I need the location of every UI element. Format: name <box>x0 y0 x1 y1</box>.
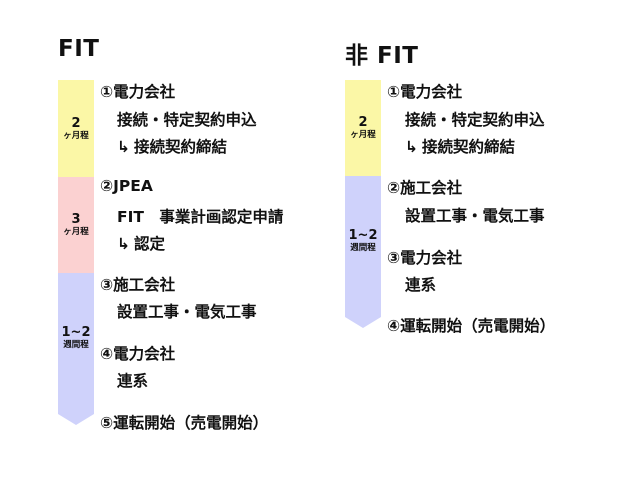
non-fit-phase-1-unit: ヶ月程 <box>350 130 376 141</box>
arrow-return-icon: ↳ <box>117 235 130 253</box>
non-fit-step-3-action: 連系 <box>405 276 437 294</box>
fit-step-5: ⑤運転開始（売電開始） <box>100 414 269 432</box>
fit-step-1-result-text: 接続契約締結 <box>134 138 228 156</box>
fit-step-3: ③施工会社 <box>100 276 176 294</box>
non-fit-step-2-action: 設置工事・電気工事 <box>405 207 545 225</box>
non-fit-step-1-action: 接続・特定契約申込 <box>405 111 545 129</box>
non-fit-step-2: ②施工会社 <box>387 179 463 197</box>
fit-step-1-result: ↳接続契約締結 <box>117 135 227 157</box>
fit-step-2-result: ↳認定 <box>117 232 165 254</box>
fit-phase-3-duration: 1~2 <box>61 325 91 341</box>
fit-phase-2-unit: ヶ月程 <box>63 227 89 238</box>
fit-phase-bar-1: 2 ヶ月程 <box>58 80 94 177</box>
fit-step-2: ②JPEA <box>100 177 153 195</box>
non-fit-step-1-result: ↳接続契約締結 <box>405 135 515 157</box>
fit-phase-bar-3-arrow <box>58 273 94 425</box>
fit-phase-2-duration: 3 <box>71 212 81 228</box>
non-fit-phase-2-duration: 1~2 <box>348 228 378 244</box>
arrow-return-icon: ↳ <box>117 138 130 156</box>
non-fit-step-1: ①電力会社 <box>387 83 463 101</box>
fit-step-4: ④電力会社 <box>100 345 176 363</box>
non-fit-step-1-result-text: 接続契約締結 <box>422 138 516 156</box>
fit-step-3-action: 設置工事・電気工事 <box>117 303 257 321</box>
non-fit-phase-bar-2: 1~2 週間程 <box>345 176 381 306</box>
arrow-return-icon: ↳ <box>405 138 418 156</box>
fit-step-1-action: 接続・特定契約申込 <box>117 111 257 129</box>
fit-phase-bar-2: 3 ヶ月程 <box>58 177 94 273</box>
non-fit-phase-bar-1: 2 ヶ月程 <box>345 80 381 176</box>
fit-title: FIT <box>58 36 100 62</box>
non-fit-step-3: ③電力会社 <box>387 249 463 267</box>
fit-step-1: ①電力会社 <box>100 83 176 101</box>
non-fit-title: 非 FIT <box>345 43 419 69</box>
fit-step-2-result-text: 認定 <box>134 235 166 253</box>
fit-phase-bar-3: 1~2 週間程 <box>58 273 94 403</box>
non-fit-phase-bar-2-arrow <box>345 176 381 328</box>
fit-phase-bar-3-shape <box>58 273 94 425</box>
fit-phase-1-duration: 2 <box>71 115 81 131</box>
non-fit-phase-2-unit: 週間程 <box>350 243 376 254</box>
non-fit-phase-bar-2-shape <box>345 176 381 328</box>
fit-step-4-action: 連系 <box>117 372 149 390</box>
fit-phase-3-unit: 週間程 <box>63 340 89 351</box>
fit-step-2-action: FIT 事業計画認定申請 <box>117 208 284 226</box>
non-fit-step-4: ④運転開始（売電開始） <box>387 317 556 335</box>
fit-phase-1-unit: ヶ月程 <box>63 130 89 141</box>
non-fit-phase-1-duration: 2 <box>358 115 368 131</box>
